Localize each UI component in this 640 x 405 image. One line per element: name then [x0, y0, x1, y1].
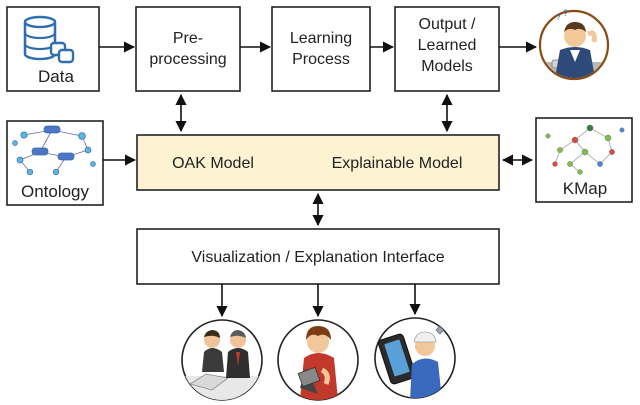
svg-text:?: ? [563, 8, 568, 18]
visualization-label: Visualization / Explanation Interface [191, 249, 444, 266]
preprocessing-node: Pre- processing [135, 6, 241, 92]
learning-process-node: Learning Process [271, 6, 371, 92]
ontology-node: Ontology [6, 120, 104, 206]
oak-model-label: OAK Model [172, 155, 254, 172]
laptop-user-icon [277, 319, 359, 401]
output-models-node: Output / Learned Models [394, 6, 500, 92]
business-meeting-icon [181, 319, 263, 401]
ontology-label: Ontology [21, 182, 90, 201]
preprocessing-label-line2: processing [149, 51, 226, 68]
learning-label-line1: Learning [290, 30, 352, 47]
kmap-node: KMap [535, 117, 633, 203]
kmap-label: KMap [563, 179, 607, 198]
data-node: Data [6, 6, 100, 92]
visualization-interface-node: Visualization / Explanation Interface [136, 228, 500, 285]
knowledge-map-icon [545, 124, 625, 175]
output-label-line3: Models [421, 58, 473, 75]
ontology-graph-icon [12, 125, 96, 176]
mechanic-phone-icon [374, 317, 456, 399]
connectors [99, 41, 538, 318]
output-label-line2: Learned [418, 37, 477, 54]
preprocessing-label-line1: Pre- [173, 30, 203, 47]
learning-label-line2: Process [292, 51, 350, 68]
data-label: Data [38, 67, 74, 86]
core-model-node: OAK Model Explainable Model [136, 134, 500, 191]
confused-user-icon: ? ? [538, 8, 610, 81]
svg-text:?: ? [556, 13, 561, 22]
explainable-model-label: Explainable Model [332, 155, 463, 172]
database-icon [23, 15, 75, 64]
output-label-line1: Output / [419, 16, 476, 33]
